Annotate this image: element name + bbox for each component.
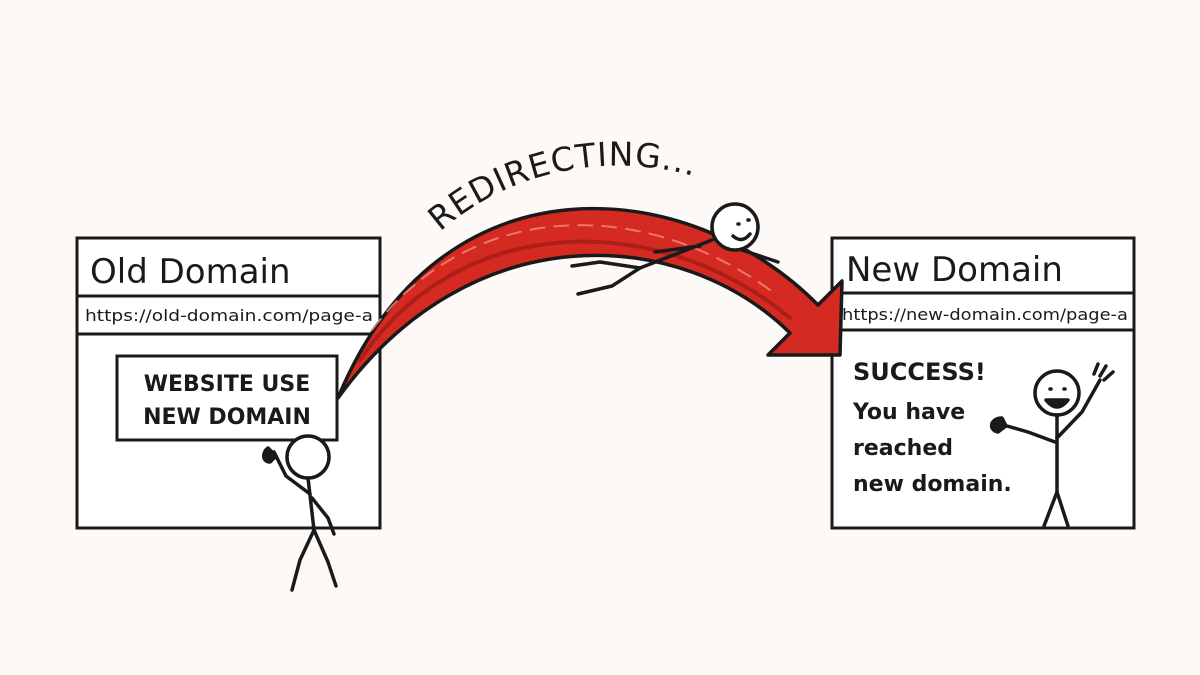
flyer-arm-front <box>740 248 780 264</box>
cheering-stick-figure <box>989 362 1115 528</box>
walker-body <box>306 476 316 532</box>
success-line-3: reached <box>853 436 953 461</box>
walker-leg-left <box>290 528 316 592</box>
walker-arm-left <box>272 450 312 496</box>
old-window-url: https://old-domain.com/page-a <box>85 306 373 325</box>
new-window-url: https://new-domain.com/page-a <box>842 305 1128 324</box>
sign-line-2: NEW DOMAIN <box>143 405 311 430</box>
old-window-sign: WEBSITE USE NEW DOMAIN <box>115 354 339 442</box>
cheerer-mouth <box>1044 398 1070 409</box>
new-window-title: New Domain <box>846 250 1063 290</box>
success-message: SUCCESS! You have reached new domain. <box>852 358 1012 497</box>
flyer-leg-upper <box>570 260 642 270</box>
cheerer-waving-hand <box>1092 362 1115 382</box>
cheerer-arm-raised <box>1055 378 1102 440</box>
new-domain-window: New Domain https://new-domain.com/page-a <box>830 236 1136 530</box>
flyer-head <box>710 202 760 252</box>
arrow-highlight-stroke <box>371 224 771 331</box>
cheerer-leg-left <box>1042 490 1059 528</box>
flyer-eyes <box>736 218 751 226</box>
flying-stick-figure <box>570 202 780 296</box>
flyer-arm-back <box>653 244 702 254</box>
sign-board <box>115 354 339 442</box>
success-line-2: You have <box>852 400 965 425</box>
sign-line-1: WEBSITE USE <box>144 372 311 397</box>
cheerer-arm-pointing <box>998 422 1057 444</box>
arrow-shade-stroke <box>358 239 792 362</box>
walking-stick-figure <box>262 434 338 592</box>
old-window-title: Old Domain <box>90 252 291 292</box>
walker-head <box>285 434 331 480</box>
walker-pointing-hand <box>262 446 278 464</box>
redirect-arrow-icon <box>336 206 844 400</box>
walker-arm-right <box>310 496 336 536</box>
cheerer-leg-right <box>1055 490 1070 528</box>
arrow-body <box>336 206 844 400</box>
cheerer-pointing-hand <box>989 416 1008 434</box>
flyer-smile <box>731 232 752 242</box>
walker-leg-right <box>312 528 338 588</box>
success-heading: SUCCESS! <box>853 358 986 386</box>
success-line-4: new domain. <box>853 472 1012 497</box>
flyer-leg-lower <box>576 266 642 296</box>
new-window-frame <box>830 236 1136 530</box>
